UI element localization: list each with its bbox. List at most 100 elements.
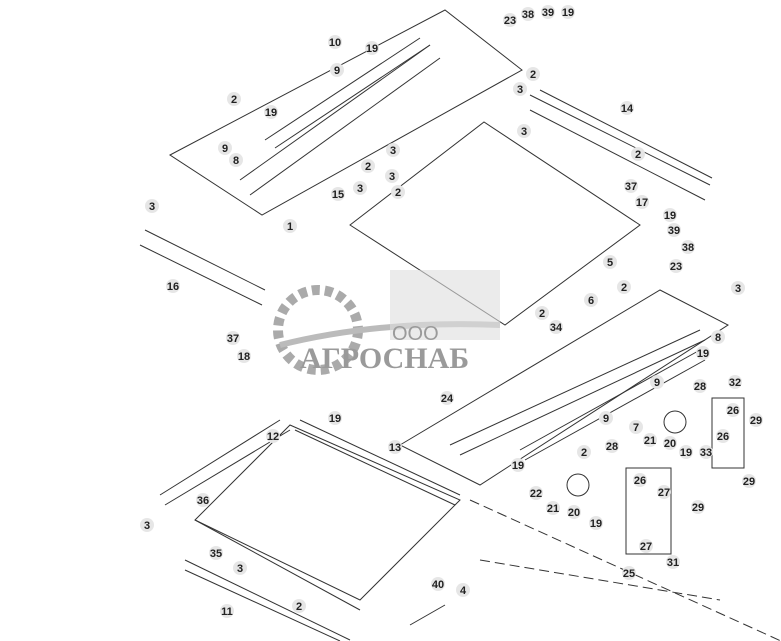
callout-bubble — [266, 429, 280, 443]
callout-bubble — [328, 35, 342, 49]
callout-number: 19 — [664, 210, 676, 222]
callout-number: 19 — [366, 43, 378, 55]
callout-bubble — [209, 546, 223, 560]
callout-bubble — [605, 439, 619, 453]
callout-bubble — [220, 604, 234, 618]
callout-number: 36 — [197, 495, 209, 507]
callout-number: 39 — [542, 7, 554, 19]
hanger-box-lower — [625, 467, 672, 555]
callout-number: 38 — [522, 9, 534, 21]
callout-bubble — [237, 349, 251, 363]
callout-bubble — [679, 445, 693, 459]
callout-bubble — [699, 445, 713, 459]
callout-number: 3 — [517, 84, 523, 96]
callout-bubble — [385, 169, 399, 183]
callout-bubble — [145, 199, 159, 213]
callout-number: 27 — [658, 487, 670, 499]
callout-bubble — [742, 474, 756, 488]
callout-bubble — [669, 259, 683, 273]
callout-number: 2 — [621, 282, 627, 294]
callout-bubble — [535, 306, 549, 320]
callout-number: 29 — [750, 415, 762, 427]
callout-number: 26 — [634, 475, 646, 487]
callout-bubble — [631, 147, 645, 161]
callout-bubble — [388, 440, 402, 454]
callout-number: 33 — [700, 447, 712, 459]
callout-number: 37 — [227, 333, 239, 345]
callout-number: 25 — [623, 568, 635, 580]
callout-number: 19 — [680, 447, 692, 459]
callout-number: 16 — [167, 281, 179, 293]
callout-bubble — [643, 433, 657, 447]
callout-number: 1 — [287, 221, 293, 233]
callout-bubble — [650, 375, 664, 389]
callout-number: 14 — [621, 103, 634, 115]
callout-number: 13 — [389, 442, 401, 454]
callout-bubble — [622, 566, 636, 580]
callout-bubble — [633, 473, 647, 487]
callout-number: 28 — [694, 381, 706, 393]
callout-bubble — [283, 219, 297, 233]
callout-number: 22 — [530, 488, 542, 500]
callout-bubble — [226, 331, 240, 345]
callout-number: 2 — [365, 161, 371, 173]
callout-number: 3 — [389, 171, 395, 183]
callout-number: 9 — [222, 143, 228, 155]
callout-number: 3 — [390, 145, 396, 157]
callout-number: 2 — [296, 601, 302, 613]
callout-bubble — [728, 375, 742, 389]
watermark-name: АГРОСНАБ — [300, 342, 469, 375]
callout-number: 2 — [635, 149, 641, 161]
watermark-prefix: ООО — [392, 323, 439, 345]
callout-bubble — [584, 293, 598, 307]
callout-number: 19 — [329, 413, 341, 425]
callout-number: 8 — [233, 155, 239, 167]
callout-bubble — [328, 411, 342, 425]
callout-bubble — [749, 413, 763, 427]
callout-bubble — [521, 7, 535, 21]
callout-bubble — [691, 500, 705, 514]
callout-number: 7 — [633, 422, 639, 434]
callout-number: 39 — [668, 225, 680, 237]
callout-bubble — [292, 599, 306, 613]
callout-number: 23 — [670, 261, 682, 273]
callout-bubble — [667, 223, 681, 237]
callout-bubble — [513, 82, 527, 96]
callout-number: 2 — [395, 187, 401, 199]
callout-bubble — [617, 280, 631, 294]
callout-bubble — [663, 436, 677, 450]
callout-bubble — [696, 346, 710, 360]
callout-number: 40 — [432, 579, 444, 591]
callout-bubble — [731, 281, 745, 295]
callout-bubble — [227, 92, 241, 106]
callout-bubble — [567, 505, 581, 519]
callout-bubble — [577, 445, 591, 459]
callout-bubble — [726, 403, 740, 417]
callout-bubble — [229, 153, 243, 167]
callout-bubble — [166, 279, 180, 293]
right-frame-outline — [398, 289, 729, 486]
callout-number: 21 — [644, 435, 656, 447]
callout-number: 3 — [149, 201, 155, 213]
callout-number: 12 — [267, 431, 279, 443]
callout-bubble — [218, 141, 232, 155]
callout-number: 17 — [636, 197, 648, 209]
callout-number: 19 — [265, 107, 277, 119]
callout-number: 3 — [237, 563, 243, 575]
callout-number: 3 — [144, 520, 150, 532]
callout-bubble — [511, 458, 525, 472]
callout-bubble — [589, 516, 603, 530]
callout-bubble — [140, 518, 154, 532]
callout-bubble — [603, 255, 617, 269]
callout-number: 23 — [504, 15, 516, 27]
callout-bubble — [629, 420, 643, 434]
callout-number: 3 — [735, 283, 741, 295]
callout-number: 19 — [697, 348, 709, 360]
callout-number: 3 — [357, 183, 363, 195]
callout-number: 31 — [667, 557, 679, 569]
callout-number: 15 — [332, 189, 344, 201]
callout-bubble — [517, 124, 531, 138]
callout-bubble — [264, 105, 278, 119]
